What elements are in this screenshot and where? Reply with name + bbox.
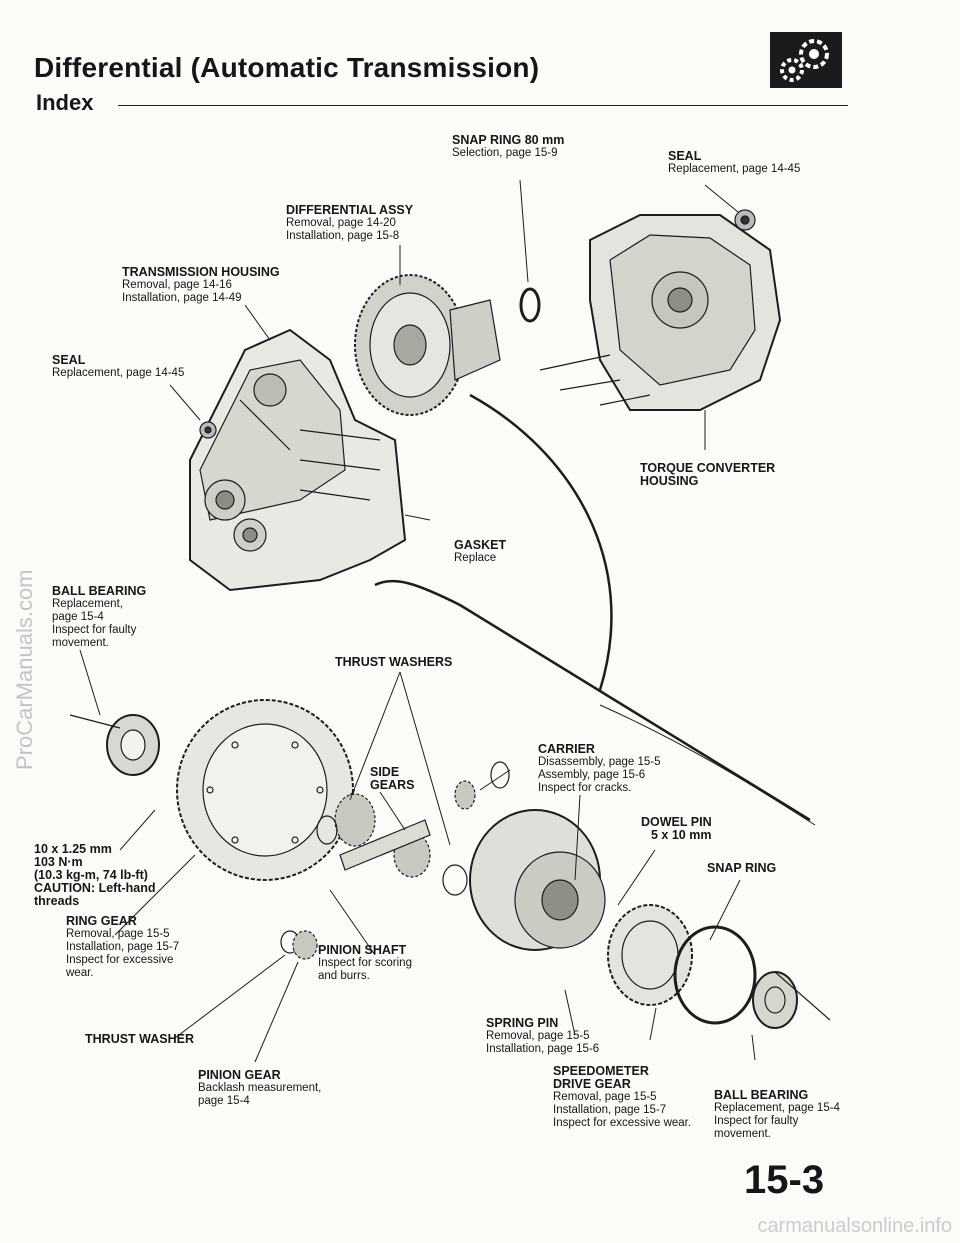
- callout-label: THRUST WASHER: [85, 1032, 195, 1046]
- callout-text: Removal, page 14-20: [286, 217, 396, 229]
- callout-label: DOWEL PIN: [641, 815, 712, 829]
- callout-text: Removal, page 15-5: [553, 1091, 657, 1103]
- callout-label: THRUST WASHERS: [335, 655, 453, 669]
- callout-text: Installation, page 15-8: [286, 230, 400, 242]
- callout-label: HOUSING: [640, 474, 699, 488]
- callout-label: threads: [34, 894, 80, 908]
- callout-text: Inspect for faulty: [714, 1115, 799, 1127]
- callout-ball-bearing-left: BALL BEARING Replacement, page 15-4 Insp…: [52, 585, 146, 650]
- callout-seal-top: SEAL Replacement, page 14-45: [668, 150, 800, 176]
- callout-ball-bearing-right: BALL BEARING Replacement, page 15-4 Insp…: [714, 1089, 840, 1141]
- callout-label: GEARS: [370, 778, 415, 792]
- callout-text: Inspect for cracks.: [538, 782, 632, 794]
- callout-text: and burrs.: [318, 970, 370, 982]
- callout-pinion-shaft: PINION SHAFT Inspect for scoring and bur…: [318, 944, 412, 983]
- callout-text: Installation, page 14-49: [122, 292, 242, 304]
- callout-label: SNAP RING 80 mm: [452, 133, 565, 147]
- callout-label: RING GEAR: [66, 914, 137, 928]
- callout-text: Replacement,: [52, 598, 123, 610]
- callout-torque-converter-housing: TORQUE CONVERTER HOUSING: [640, 462, 775, 488]
- section-subtitle: Index: [36, 90, 94, 115]
- page-number: 15-3: [744, 1158, 825, 1202]
- callout-label: 10 x 1.25 mm: [34, 842, 112, 856]
- callout-text: Assembly, page 15-6: [538, 769, 646, 781]
- callout-text: page 15-4: [52, 611, 104, 623]
- callout-snap-ring: SNAP RING: [707, 862, 776, 875]
- callout-label: SPRING PIN: [486, 1016, 559, 1030]
- header-rule: [118, 105, 848, 106]
- carrier-drawing: [469, 809, 606, 951]
- callout-label: SEAL: [668, 149, 702, 163]
- callout-text: Inspect for excessive: [66, 954, 174, 966]
- callout-side-gears: SIDE GEARS: [370, 766, 414, 792]
- callout-text: Disassembly, page 15-5: [538, 756, 661, 768]
- callout-text: Inspect for scoring: [318, 957, 412, 969]
- callout-text: Installation, page 15-7: [553, 1104, 667, 1116]
- callout-text: movement.: [52, 637, 109, 649]
- callout-gasket: GASKET Replace: [454, 539, 506, 565]
- page-title: Differential (Automatic Transmission): [34, 52, 540, 83]
- callout-label: GASKET: [454, 538, 507, 552]
- callout-label: CARRIER: [538, 742, 595, 756]
- callout-thrust-washers: THRUST WASHERS: [335, 656, 452, 669]
- callout-dowel-pin: DOWEL PIN 5 x 10 mm: [641, 816, 712, 842]
- callout-label: PINION SHAFT: [318, 943, 407, 957]
- callout-text: Removal, page 14-16: [122, 279, 232, 291]
- side-watermark: ProCarManuals.com: [12, 569, 37, 770]
- callout-label: SNAP RING: [707, 861, 777, 875]
- callout-label: TORQUE CONVERTER: [640, 461, 776, 475]
- gears-icon: [770, 32, 842, 88]
- callout-label: SIDE: [370, 765, 400, 779]
- callout-text: Removal, page 15-5: [66, 928, 170, 940]
- callout-spring-pin: SPRING PIN Removal, page 15-5 Installati…: [486, 1017, 599, 1056]
- callout-label: DIFFERENTIAL ASSY: [286, 203, 414, 217]
- callout-pinion-gear: PINION GEAR Backlash measurement, page 1…: [198, 1069, 321, 1108]
- callout-bolt: 10 x 1.25 mm 103 N·m (10.3 kg-m, 74 lb-f…: [34, 843, 156, 908]
- callout-text: Replace: [454, 552, 497, 564]
- callout-label: BALL BEARING: [52, 584, 147, 598]
- callout-text: Replacement, page 14-45: [668, 163, 801, 175]
- callout-label: DRIVE GEAR: [553, 1077, 631, 1091]
- callout-text: Inspect for faulty: [52, 624, 137, 636]
- callout-label: PINION GEAR: [198, 1068, 281, 1082]
- callout-differential-assy: DIFFERENTIAL ASSY Removal, page 14-20 In…: [286, 204, 413, 243]
- torque-converter-housing-drawing: [539, 209, 782, 411]
- callout-text: page 15-4: [198, 1095, 250, 1107]
- callout-label: SPEEDOMETER: [553, 1064, 649, 1078]
- callout-carrier: CARRIER Disassembly, page 15-5 Assembly,…: [538, 743, 661, 795]
- callout-text: Replacement, page 14-45: [52, 367, 185, 379]
- ring-gear-drawing: [176, 699, 354, 881]
- callout-ring-gear: RING GEAR Removal, page 15-5 Installatio…: [66, 915, 179, 980]
- callout-text: wear.: [66, 967, 94, 979]
- callout-text: Replacement, page 15-4: [714, 1102, 840, 1114]
- callout-text: movement.: [714, 1128, 771, 1140]
- callout-text: Installation, page 15-7: [66, 941, 180, 953]
- footer-watermark: carmanualsonline.info: [757, 1215, 952, 1237]
- callout-text: Selection, page 15-9: [452, 147, 558, 159]
- callout-label: TRANSMISSION HOUSING: [122, 265, 280, 279]
- callout-thrust-washer: THRUST WASHER: [85, 1033, 194, 1046]
- callout-label: CAUTION: Left-hand: [34, 881, 156, 895]
- callout-seal-left: SEAL Replacement, page 14-45: [52, 354, 184, 380]
- callout-label: 5 x 10 mm: [651, 828, 712, 842]
- callout-label: 103 N·m: [34, 855, 83, 869]
- callout-text: Removal, page 15-5: [486, 1030, 590, 1042]
- callout-text: Installation, page 15-6: [486, 1043, 600, 1055]
- callout-label: (10.3 kg-m, 74 lb-ft): [34, 868, 148, 882]
- callout-speedometer-drive-gear: SPEEDOMETER DRIVE GEAR Removal, page 15-…: [553, 1065, 691, 1130]
- callout-label: BALL BEARING: [714, 1088, 809, 1102]
- callout-snap-ring-80: SNAP RING 80 mm Selection, page 15-9: [452, 134, 564, 160]
- callout-text: Backlash measurement,: [198, 1082, 322, 1094]
- callout-label: SEAL: [52, 353, 86, 367]
- callout-transmission-housing: TRANSMISSION HOUSING Removal, page 14-16…: [122, 266, 280, 305]
- transmission-housing-drawing: [189, 328, 407, 592]
- callout-text: Inspect for excessive wear.: [553, 1117, 692, 1129]
- differential-assy-drawing: [354, 274, 501, 416]
